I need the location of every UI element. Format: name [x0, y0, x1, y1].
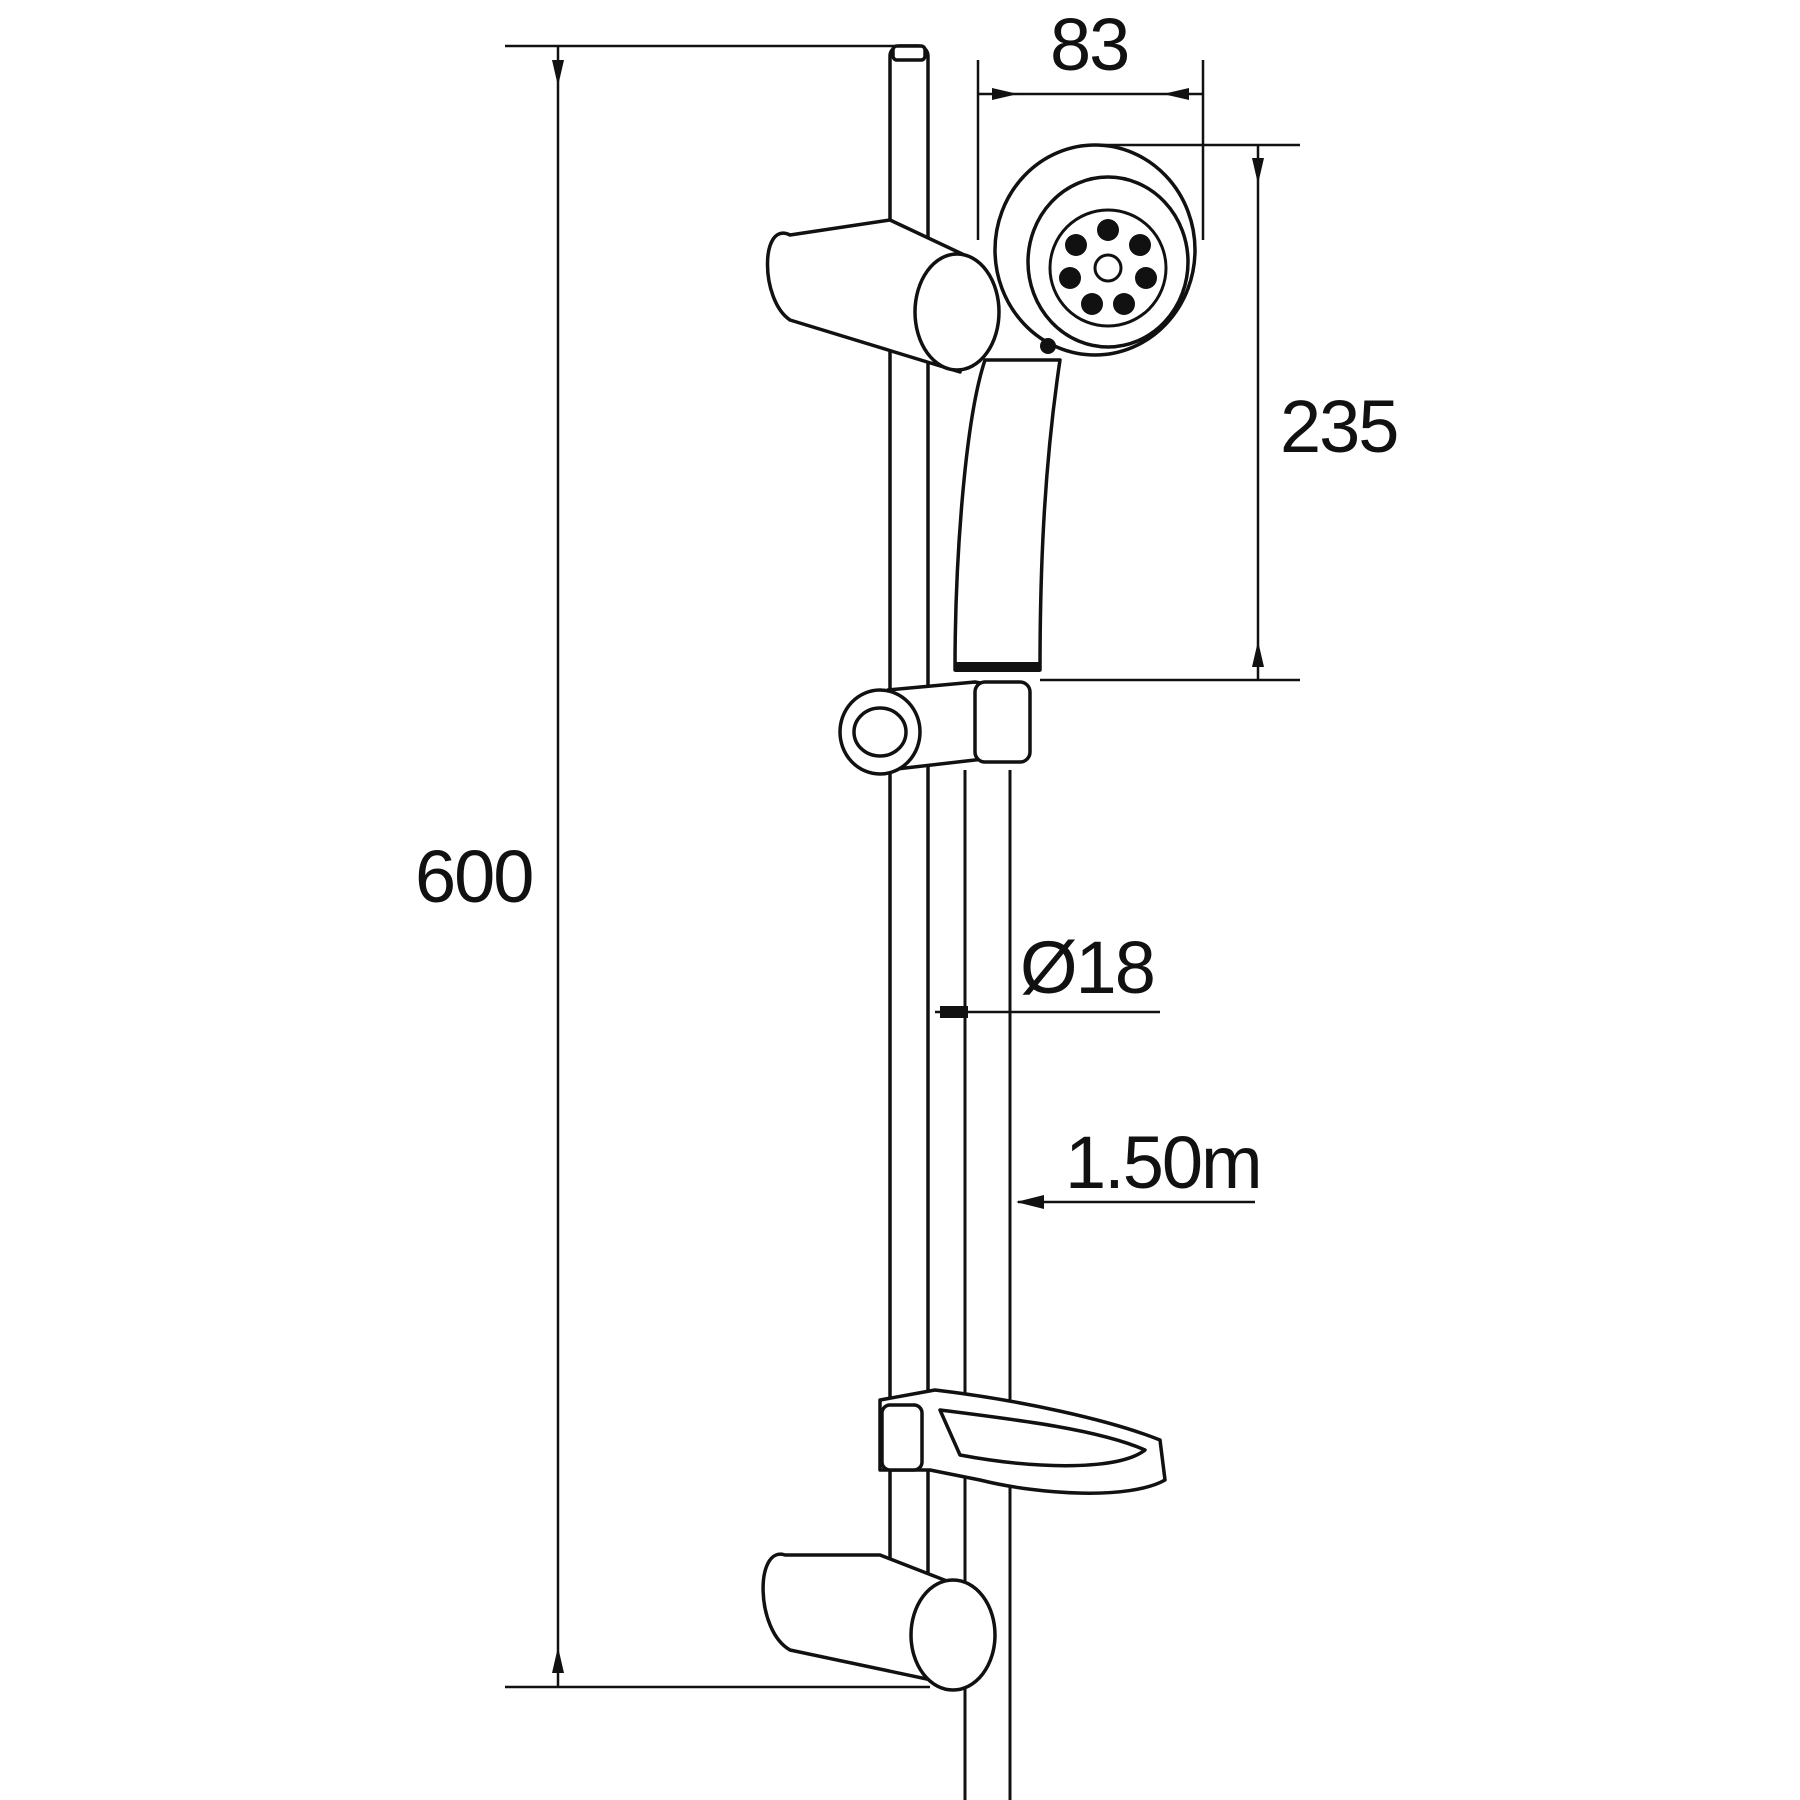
- handset-length-dimension: 235: [1040, 143, 1399, 682]
- rail-diameter-label: Ø18: [1020, 926, 1154, 1009]
- overall-height-label: 600: [415, 835, 532, 918]
- holder-knob-center: [852, 706, 908, 758]
- slide-rail: [888, 44, 930, 1648]
- handset-length-label: 235: [1280, 385, 1397, 468]
- top-wall-bracket: [765, 218, 1001, 374]
- arrow-hose: [1016, 1195, 1044, 1209]
- sliding-holder: [838, 680, 1032, 776]
- hose-length-label: 1.50m: [1065, 1121, 1261, 1204]
- head-diameter-label: 83: [1050, 3, 1128, 86]
- soap-dish-inner: [938, 1408, 1147, 1468]
- soap-dish: [878, 1388, 1167, 1495]
- head-diameter-dimension: 83: [976, 3, 1205, 240]
- bottom-bracket-cap: [909, 1578, 997, 1692]
- bottom-wall-bracket: [761, 1552, 997, 1692]
- arrow-handset-bottom: [1252, 641, 1264, 667]
- arrow-handset-top: [1252, 158, 1264, 184]
- hose-length-callout: 1.50m: [1016, 1121, 1263, 1209]
- rail-diameter-dimension: Ø18: [935, 926, 1160, 1018]
- overall-height-dimension: 600: [415, 44, 930, 1689]
- top-bracket-cap: [913, 252, 1001, 372]
- soap-dish-clip: [880, 1403, 924, 1472]
- handset-button: [1040, 338, 1056, 354]
- rail-top-cap: [891, 44, 927, 62]
- handset-base-band: [955, 662, 1040, 672]
- spray-nozzle-pattern: [1059, 219, 1157, 315]
- holder-clamp: [973, 680, 1032, 764]
- arrow-bottom: [552, 1647, 564, 1673]
- rail-diameter-marker: [940, 1006, 968, 1018]
- hand-shower: [953, 143, 1197, 672]
- handset-handle: [953, 358, 1062, 672]
- arrow-top: [552, 60, 564, 86]
- arrow-head-left: [992, 88, 1018, 100]
- arrow-head-right: [1163, 88, 1189, 100]
